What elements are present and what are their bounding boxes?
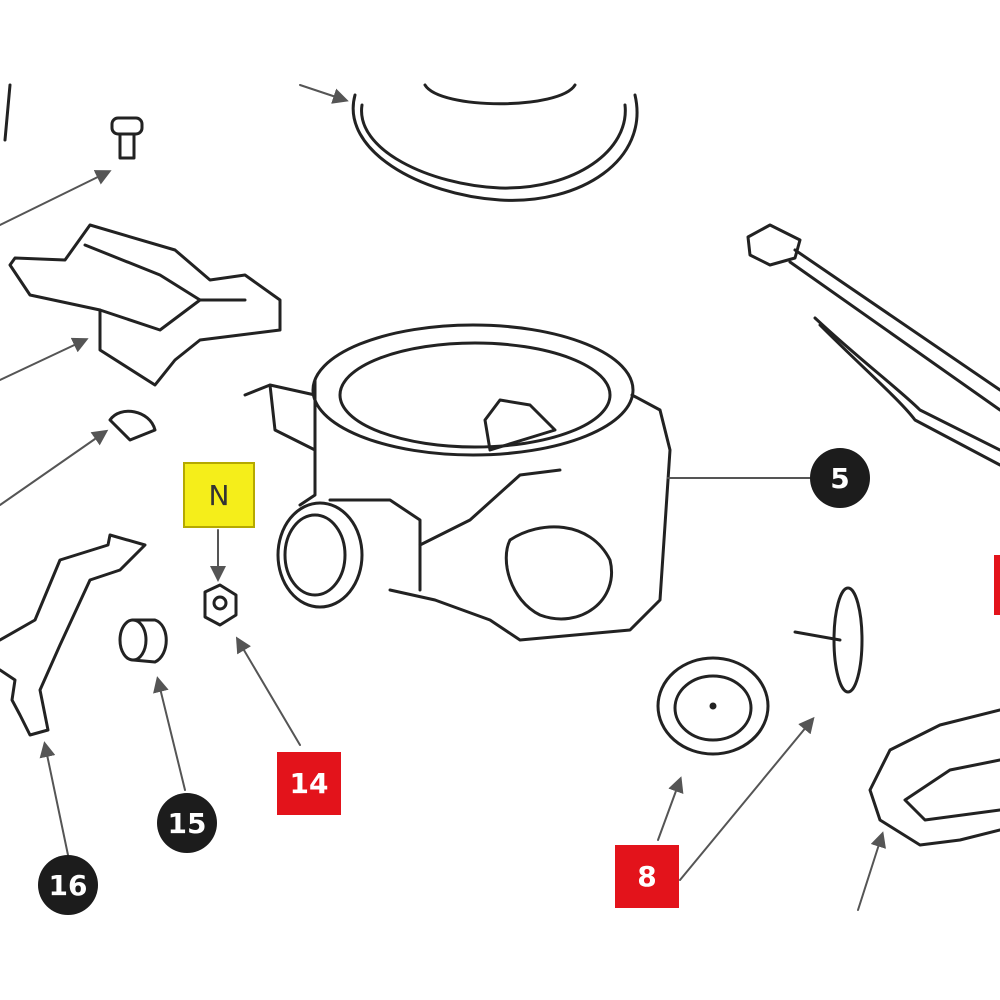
clip-part: [108, 409, 157, 442]
leader-arrow: [679, 716, 815, 881]
handle-part: [868, 708, 1000, 847]
leader-arrow: [299, 84, 349, 104]
cable-tie-part: [746, 223, 1000, 467]
wrench-part: [0, 533, 147, 737]
leader-arrow: [235, 636, 301, 746]
leader-arrow: [0, 170, 112, 226]
spacer-part: [118, 618, 168, 664]
callout-cut-off: [994, 555, 1000, 615]
diaphragm-part: [656, 656, 770, 756]
valve-pin-part: [793, 586, 864, 694]
leader-arrow: [657, 776, 684, 841]
callout-14: 14: [277, 752, 341, 815]
leader-arrow: [0, 337, 89, 381]
leader-arrow: [153, 676, 186, 791]
edge-part-line: [3, 83, 12, 142]
callout-n: N: [183, 462, 255, 528]
nut-part: [203, 583, 238, 627]
callout-16: 16: [38, 855, 98, 915]
housing-part: [243, 323, 672, 642]
callout-8: 8: [615, 845, 679, 908]
leader-arrow: [0, 429, 109, 506]
leader-arrow: [39, 741, 69, 856]
gasket-ring-part: [351, 83, 639, 202]
screw-part: [110, 116, 144, 160]
leader-arrow: [857, 831, 886, 911]
bracket-part: [8, 223, 282, 387]
callout-5: 5: [810, 448, 870, 508]
callout-15: 15: [157, 793, 217, 853]
